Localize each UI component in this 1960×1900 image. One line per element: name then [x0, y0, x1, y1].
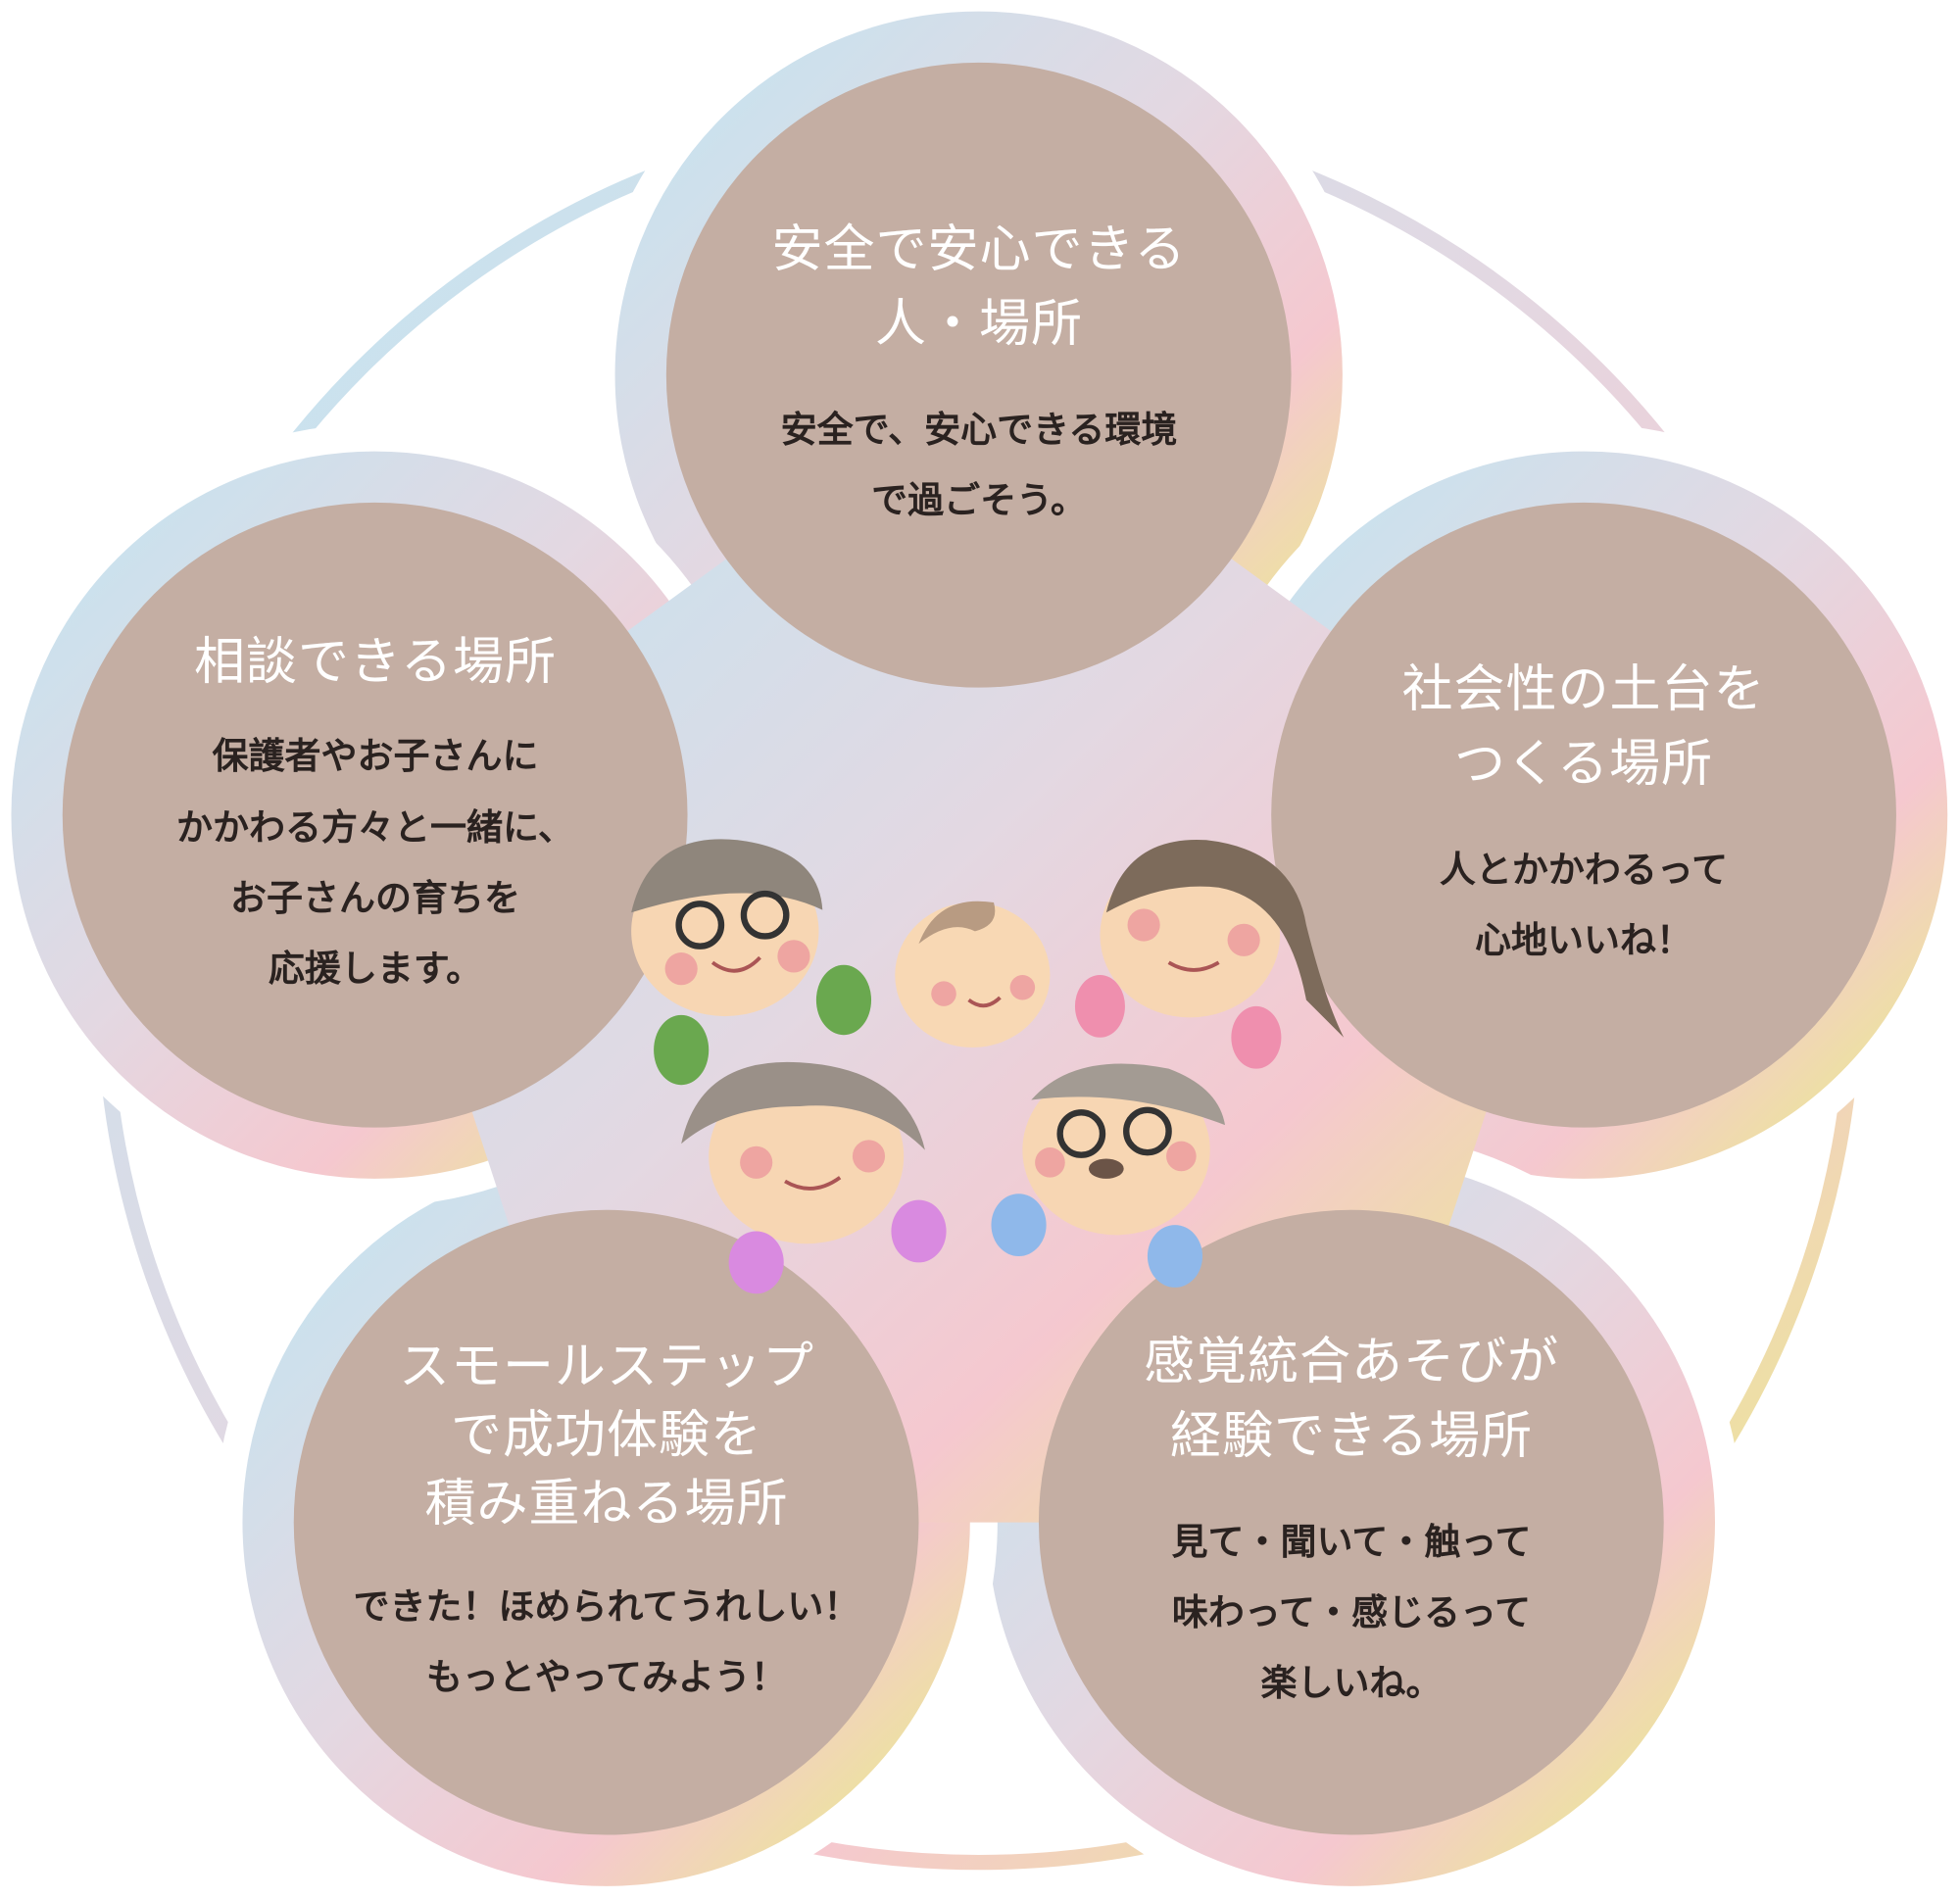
petal-body: 保護者やお子さんに かかわる方々と一緒に、 お子さんの育ちを 応援します。: [176, 735, 574, 990]
family-illustration: [631, 839, 1345, 1294]
petal-social-foundation: 社会性の土台を つくる場所 人とかかわるって 心地いいね！: [1271, 503, 1896, 1128]
petal-body: 安全で、安心できる環境 で過ごそう。: [780, 409, 1178, 522]
petal-body: 人とかかわるって 心地いいね！: [1439, 849, 1729, 962]
petal-title: 感覚統合あそびが 経験できる場所: [1143, 1333, 1559, 1466]
petal-small-steps: スモールステップ で成功体験を 積み重ねる場所 できた！ほめられてうれしい！ も…: [294, 1210, 919, 1835]
petal-bg-bottom-left: [293, 1209, 919, 1835]
petal-title: スモールステップ で成功体験を 積み重ねる場所: [398, 1337, 814, 1534]
petal-bg-top: [665, 62, 1292, 688]
petal-sensory-play: 感覚統合あそびが 経験できる場所 見て・聞いて・触って 味わって・感じるって 楽…: [1039, 1210, 1664, 1835]
petal-title: 安全で安心できる 人・場所: [771, 220, 1187, 354]
petal-body: できた！ほめられてうれしい！ もっとやってみよう！: [353, 1585, 860, 1699]
petal-consultation: 相談できる場所 保護者やお子さんに かかわる方々と一緒に、 お子さんの育ちを 応…: [63, 503, 688, 1128]
petal-bg-left: [62, 502, 688, 1128]
petal-bg-right: [1271, 502, 1896, 1128]
petal-title: 社会性の土台を つくる場所: [1401, 660, 1766, 794]
petal-body: 見て・聞いて・触って 味わって・感じるって 楽しいね。: [1171, 1521, 1532, 1705]
petal-title: 相談できる場所: [194, 633, 557, 693]
father-face-icon: [631, 839, 872, 1086]
sister-face-icon: [1074, 839, 1345, 1069]
petal-safe-place: 安全で安心できる 人・場所 安全で、安心できる環境 で過ごそう。: [666, 63, 1292, 688]
grandmother-face-icon: [681, 1061, 947, 1294]
grandfather-face-icon: [991, 1063, 1225, 1288]
baby-face-icon: [895, 901, 1051, 1047]
petal-bg-bottom-right: [1038, 1209, 1664, 1835]
